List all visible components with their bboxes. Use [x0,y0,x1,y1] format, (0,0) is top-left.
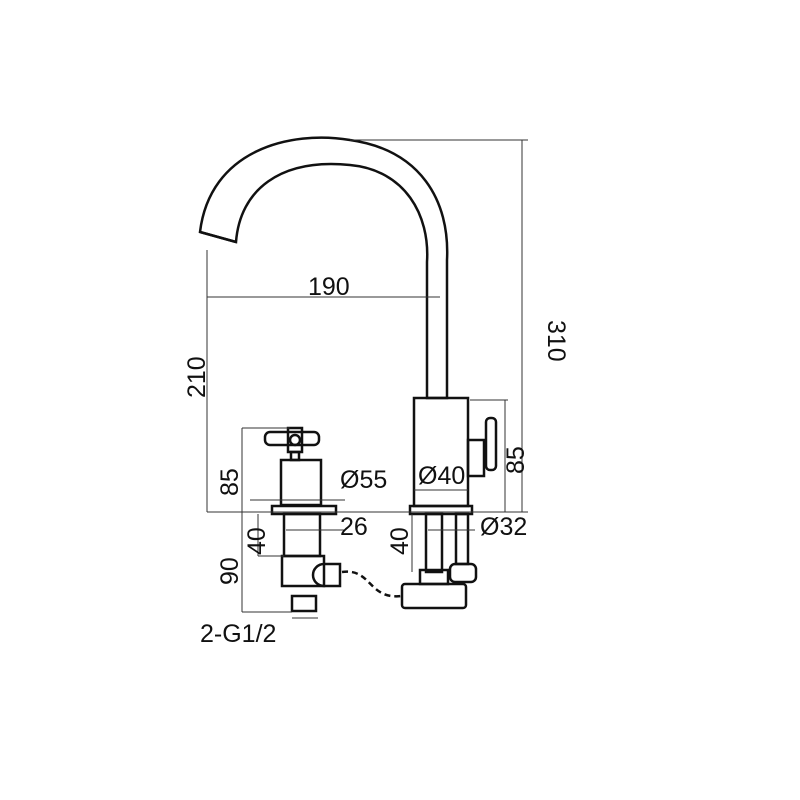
dim-body-shank-length: 40 [386,527,414,555]
valve-screw [288,433,302,447]
valve-outlet [311,562,342,588]
mixer-shank [424,512,444,574]
dim-valve-height: 85 [216,468,244,496]
connection-hose [341,570,403,598]
hose [454,512,470,566]
dim-reach: 190 [308,273,350,301]
dim-valve-shank-length: 40 [243,527,271,555]
hose-nut [448,562,478,584]
lever-housing [466,438,486,478]
valve-inlet-fitting [290,594,318,613]
valve-lower-body [280,554,326,588]
dim-spout-height: 210 [183,356,211,398]
lever [484,416,498,472]
tee-connector [400,582,468,610]
spout-tip [199,230,237,244]
dim-body-diameter: Ø40 [418,462,465,490]
valve-body [279,458,323,507]
dim-connection: 2-G1/2 [200,620,276,648]
valve-shank [282,512,322,558]
dim-body-height: 85 [502,446,530,474]
dim-shank-diameter: Ø32 [480,513,527,541]
dim-total-height: 310 [542,320,570,362]
spout [198,136,449,400]
dim-valve-diameter: Ø55 [340,466,387,494]
faucet-outline [198,136,498,613]
dimension-lines [206,139,528,619]
dim-valve-shank-diameter: 26 [340,513,368,541]
dim-valve-below-deck: 90 [216,557,244,585]
